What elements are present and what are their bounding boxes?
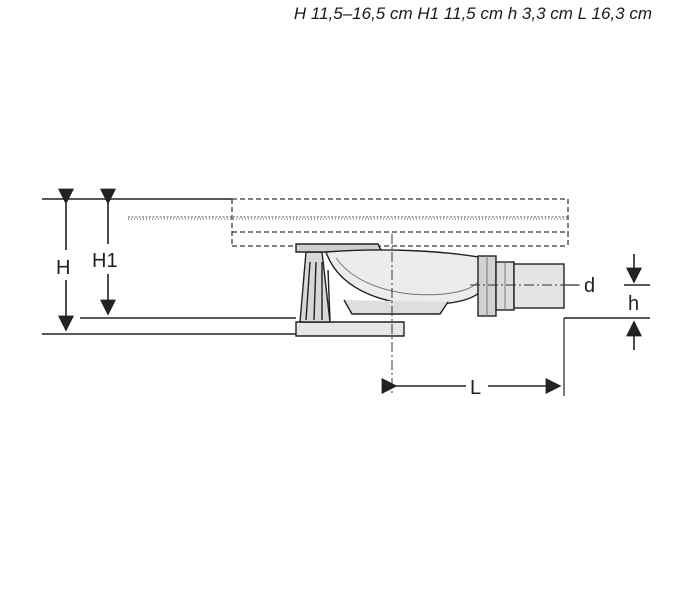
label-H1: H1	[92, 250, 118, 272]
height-range-zone	[231, 198, 569, 247]
dimension-h	[624, 254, 650, 350]
label-d: d	[584, 275, 595, 297]
drain-body	[295, 243, 565, 337]
label-H: H	[56, 257, 70, 279]
tile-layer	[128, 216, 568, 220]
label-h: h	[628, 293, 639, 315]
center-lines	[391, 234, 580, 394]
dimensions-caption: H 11,5–16,5 cm H1 11,5 cm h 3,3 cm L 16,…	[293, 4, 652, 23]
label-L: L	[470, 377, 481, 399]
